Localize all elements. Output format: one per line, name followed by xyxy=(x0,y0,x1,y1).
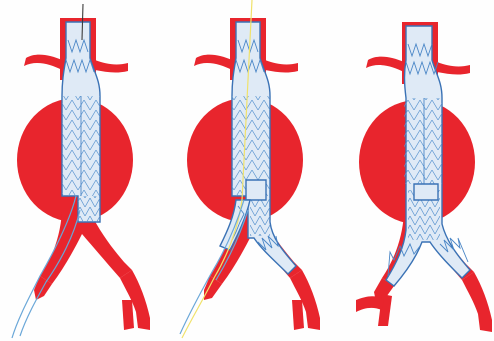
panel-2-left-renal-artery xyxy=(194,55,232,70)
panel-3-completed-graft xyxy=(356,22,492,332)
panel-3-right-renal-artery xyxy=(437,62,470,75)
panel-2-contralateral-cannulation xyxy=(180,0,320,338)
panel-1-right-renal-artery xyxy=(95,60,128,73)
panel-2-right-renal-artery xyxy=(265,60,298,73)
panel-3-left-renal-artery xyxy=(366,57,404,72)
panel-1-left-renal-artery xyxy=(24,55,62,70)
panel-1-main-body-deployment xyxy=(12,4,150,338)
panel-1-iliac-bifurcation xyxy=(40,212,132,284)
